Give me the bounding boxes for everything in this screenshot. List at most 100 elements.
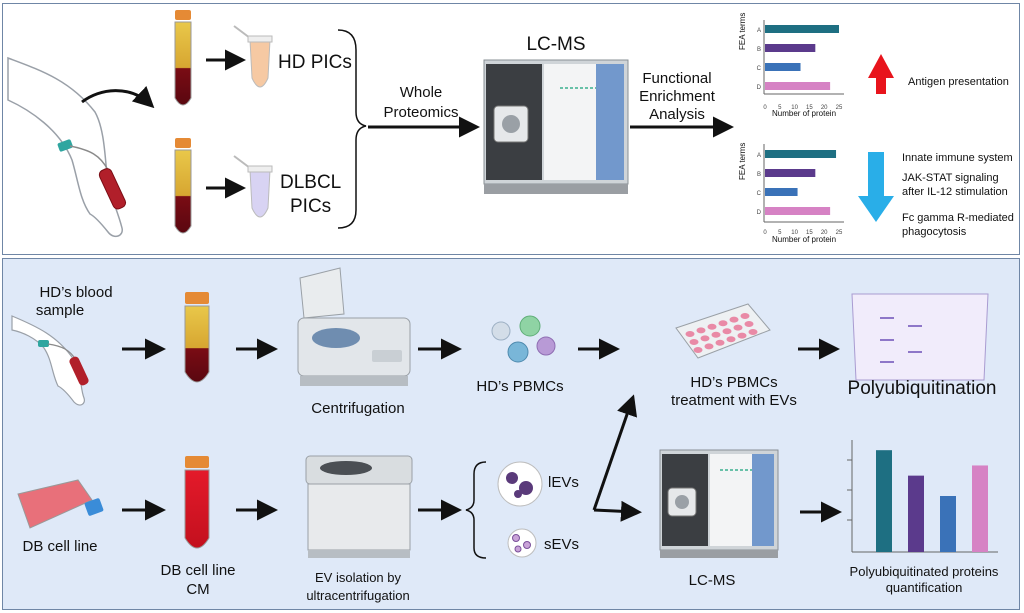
cm-tube-bottom (184, 456, 210, 549)
mini-chart-up-ylabel: FEA terms (738, 12, 747, 50)
blood-tube-bottom (184, 292, 210, 383)
mini-chart-category-label: C (757, 191, 762, 197)
fea-label-2: Enrichment (639, 88, 715, 105)
ev-isolation-label-2: ultracentrifugation (306, 588, 410, 603)
hd-pics-label: HD PICs (278, 52, 352, 73)
levs-label: lEVs (548, 474, 579, 491)
down-term-3: Fc gamma R-mediated (902, 212, 1014, 224)
db-cm-label-2: CM (186, 581, 210, 598)
mini-chart-down-ylabel: FEA terms (738, 142, 747, 180)
mini-chart-category-label: B (757, 172, 761, 178)
arrow-arm-to-tube (81, 86, 155, 109)
brace-bottom (465, 461, 487, 559)
mini-chart-category-label: B (757, 47, 761, 53)
dlbcl-pics-label-2: PICs (290, 196, 332, 217)
pbmcs-label: HD’s PBMCs (476, 378, 564, 395)
blood-tube-hd (174, 10, 192, 106)
sevs-label: sEVs (544, 536, 580, 553)
mini-chart-bar (765, 63, 801, 71)
down-term-1: JAK-STAT signaling (902, 172, 999, 184)
treatment-label-1: HD’s PBMCs (690, 374, 778, 391)
mini-chart-bar (765, 44, 816, 52)
centrifugation-label: Centrifugation (311, 400, 405, 417)
quant-label-2: quantification (885, 580, 963, 595)
eppendorf-dlbcl-pics (233, 155, 273, 218)
arrow-to-treatment (592, 394, 638, 511)
mini-chart-bar (765, 150, 837, 158)
plate-well (707, 323, 717, 330)
lcms-label-top: LC-MS (526, 34, 586, 55)
fea-label-3: Analysis (649, 106, 705, 123)
plate-well (704, 343, 714, 350)
mini-chart-bar (765, 25, 839, 33)
mini-chart-tick-label: 10 (791, 230, 798, 236)
levs-icon (497, 461, 543, 507)
fea-label-1: Functional (642, 70, 712, 87)
db-cm-label-1: DB cell line (160, 562, 236, 579)
quant-bar (908, 475, 924, 552)
plate-well (740, 313, 750, 319)
mini-chart-tick-label: 25 (836, 230, 843, 236)
mini-chart-bar (765, 188, 798, 196)
treatment-label-2: treatment with EVs (671, 392, 797, 409)
mini-chart-tick-label: 25 (836, 105, 843, 111)
mini-chart-bar (765, 207, 831, 215)
plate-well (744, 321, 754, 327)
plate-well (711, 331, 721, 338)
mini-chart-category-label: A (757, 28, 761, 34)
mini-chart-category-label: D (757, 210, 762, 216)
mini-chart-bar (765, 82, 831, 90)
mini-chart-tick-label: 0 (763, 230, 767, 236)
mini-chart-tick-label: 0 (763, 105, 767, 111)
mini-chart-tick-label: 15 (806, 230, 813, 236)
plate-well (685, 331, 695, 337)
polyubiquitination-label: Polyubiquitination (847, 378, 997, 399)
lcms-instrument-bottom (659, 449, 779, 558)
arm-illustration-top (7, 56, 127, 238)
quant-chart-bars (876, 450, 988, 552)
down-term-0: Innate immune system (902, 152, 1013, 164)
mini-chart-category-label: C (757, 66, 762, 72)
mini-chart-tick-label: 15 (806, 105, 813, 111)
down-term-2: after IL-12 stimulation (902, 186, 1008, 198)
centrifuge-icon (297, 267, 411, 386)
plate-well (737, 332, 747, 339)
arrow-to-lcms-bottom (593, 500, 642, 522)
down-arrow-icon (858, 152, 894, 222)
plate-well (715, 339, 725, 346)
mini-chart-tick-label: 20 (821, 230, 828, 236)
sevs-icon (507, 528, 537, 558)
plate-well (689, 339, 699, 345)
plate-well (718, 320, 728, 327)
ev-isolation-label-1: EV isolation by (315, 570, 401, 585)
brace-top (337, 29, 367, 229)
mini-chart-tick-label: 10 (791, 105, 798, 111)
db-cell-line-label: DB cell line (22, 538, 98, 555)
eppendorf-hd-pics (233, 25, 273, 88)
lcms-instrument-top (483, 59, 629, 194)
quant-bar (972, 465, 988, 552)
quant-bar (940, 496, 956, 552)
mini-chart-down-axes (763, 144, 844, 223)
ultracentrifuge-icon (305, 455, 413, 558)
plate-well (726, 336, 736, 343)
quant-bar (876, 450, 892, 552)
mini-chart-up-xlabel: Number of protein (771, 109, 837, 118)
arm-illustration-bottom (11, 315, 89, 406)
up-arrow-icon (868, 54, 894, 94)
mini-chart-down-xlabel: Number of protein (771, 235, 837, 244)
lcms-label-bottom: LC-MS (688, 572, 736, 589)
blood-sample-label-1: HD’s blood (39, 284, 113, 301)
plate-well (696, 327, 706, 334)
whole-proteomics-label-2: Proteomics (383, 104, 459, 121)
blood-tube-dlbcl (174, 138, 192, 234)
plate-well (748, 329, 758, 335)
well-plate-icon (675, 303, 771, 359)
mini-chart-tick-label: 20 (821, 105, 828, 111)
down-term-4: phagocytosis (902, 226, 967, 238)
plate-well (729, 316, 739, 323)
plate-well (693, 347, 703, 353)
